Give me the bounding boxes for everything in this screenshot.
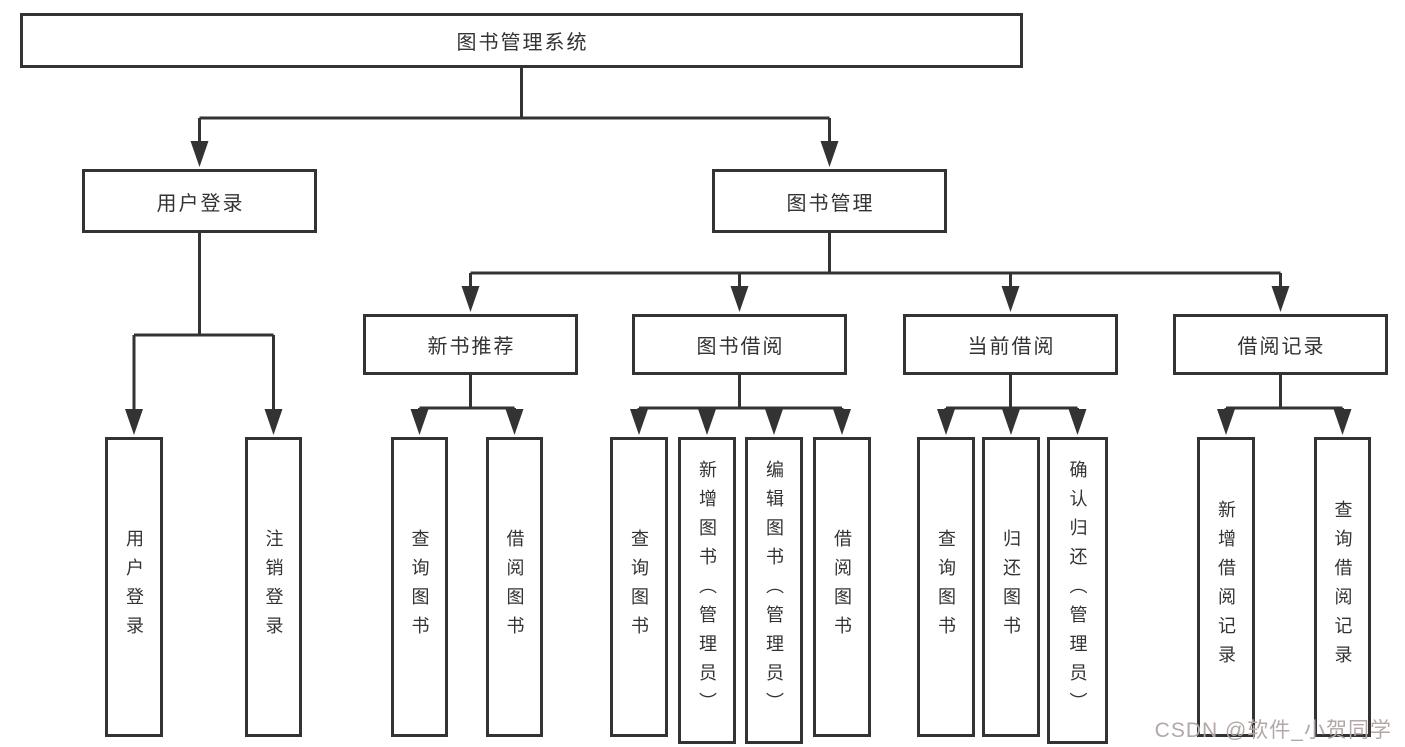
node-label: 图书管理 — [786, 192, 875, 215]
node-leaf-add-borrow-record: 新增借阅记录 — [1197, 437, 1255, 737]
node-new-book-recommend: 新书推荐 — [363, 314, 578, 375]
node-leaf-query-book-2: 查询图书 — [610, 437, 668, 737]
node-current-borrow: 当前借阅 — [903, 314, 1118, 375]
node-leaf-borrow-book-1: 借阅图书 — [486, 437, 543, 737]
node-label: 确认归还（管理员） — [1067, 460, 1088, 721]
node-book-borrow: 图书借阅 — [632, 314, 847, 375]
node-leaf-add-book-admin: 新增图书（管理员） — [678, 437, 736, 744]
node-book-management: 图书管理 — [712, 169, 947, 233]
node-user-login: 用户登录 — [82, 169, 317, 233]
node-label: 归还图书 — [1001, 529, 1021, 645]
node-label: 图书管理系统 — [456, 32, 589, 54]
node-label: 注销登录 — [263, 529, 284, 645]
node-label: 新增图书（管理员） — [697, 460, 717, 721]
node-leaf-query-book-1: 查询图书 — [391, 437, 448, 737]
node-library-management-system: 图书管理系统 — [20, 13, 1023, 68]
node-label: 用户登录 — [124, 529, 144, 645]
node-leaf-query-book-3: 查询图书 — [917, 437, 975, 737]
node-borrow-record: 借阅记录 — [1173, 314, 1388, 375]
node-leaf-confirm-return-admin: 确认归还（管理员） — [1047, 437, 1108, 744]
node-label: 查询借阅记录 — [1332, 500, 1353, 674]
node-leaf-borrow-book-2: 借阅图书 — [813, 437, 871, 737]
node-label: 查询图书 — [629, 529, 649, 645]
node-label: 借阅图书 — [504, 529, 525, 645]
node-leaf-logout: 注销登录 — [245, 437, 302, 737]
node-leaf-query-borrow-record: 查询借阅记录 — [1314, 437, 1371, 737]
node-label: 借阅记录 — [1237, 336, 1326, 358]
node-label: 查询图书 — [936, 529, 956, 645]
node-label: 当前借阅 — [967, 336, 1056, 358]
node-label: 借阅图书 — [832, 529, 852, 645]
node-label: 图书借阅 — [696, 336, 785, 358]
node-leaf-return-book: 归还图书 — [982, 437, 1040, 737]
csdn-watermark: CSDN @软件_小贺同学 — [1154, 719, 1392, 742]
node-label: 查询图书 — [409, 529, 430, 645]
node-label: 编辑图书（管理员） — [764, 460, 784, 721]
node-leaf-user-login: 用户登录 — [105, 437, 163, 737]
node-label: 新书推荐 — [427, 336, 516, 358]
node-label: 用户登录 — [156, 192, 245, 215]
node-leaf-edit-book-admin: 编辑图书（管理员） — [745, 437, 803, 744]
node-label: 新增借阅记录 — [1216, 500, 1236, 674]
